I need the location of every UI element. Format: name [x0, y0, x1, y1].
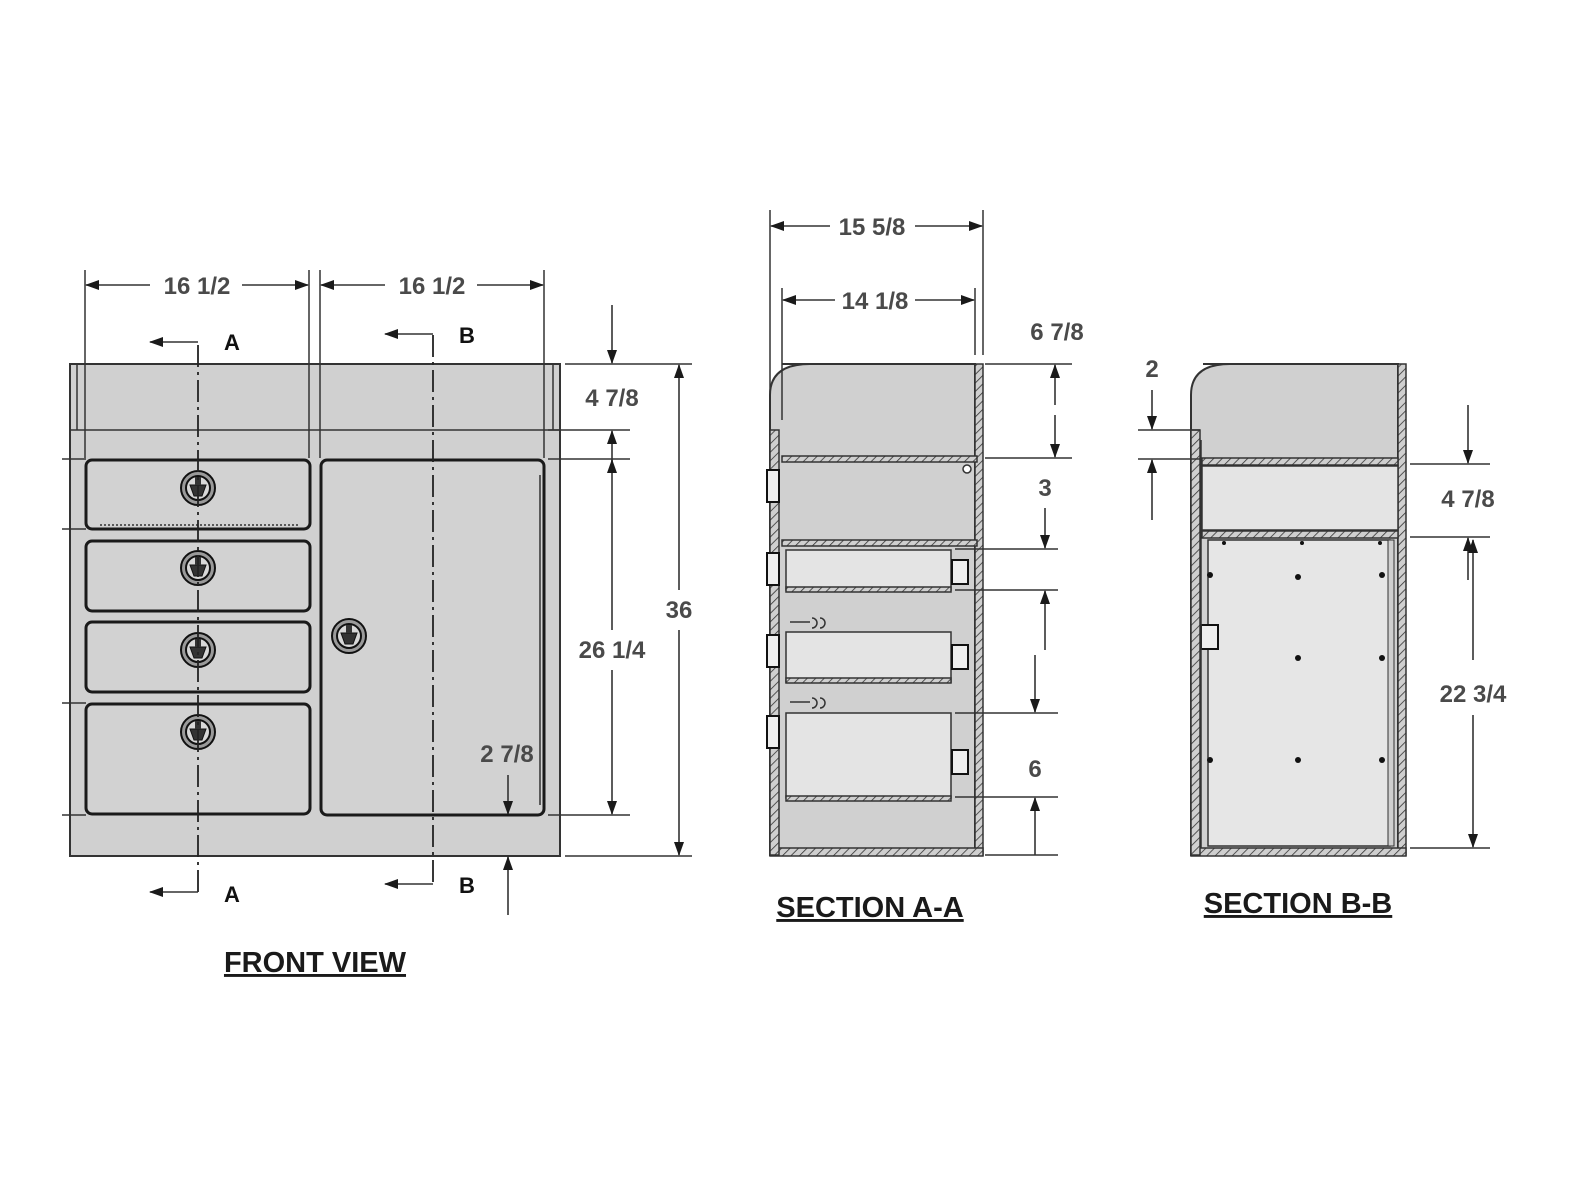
dim-bottom-band: 2 7/8 — [480, 741, 533, 768]
section-bb: 2 4 7/8 22 3/4 SECTION B-B — [1138, 356, 1507, 920]
dim-width-right: 16 1/2 — [399, 273, 466, 300]
section-aa: 15 5/8 14 1/8 6 7/8 3 6 SECTION A-A — [766, 210, 1084, 924]
door-lock-icon[interactable] — [331, 618, 367, 654]
section-aa-title: SECTION A-A — [776, 892, 963, 924]
section-mark-a-top: A — [224, 330, 240, 355]
dim-shelf-gap: 3 — [1038, 475, 1051, 502]
dim-compartment: 4 7/8 — [1441, 486, 1494, 513]
dim-drawer-height: 6 — [1028, 756, 1041, 783]
front-view: A A B B 16 1/2 16 1/2 4 7/8 26 1/4 36 — [62, 270, 692, 979]
section-mark-a-bottom: A — [224, 882, 240, 907]
dim-overall-height: 36 — [666, 597, 693, 624]
front-hardware — [766, 469, 780, 749]
front-view-title: FRONT VIEW — [224, 947, 407, 979]
dim-top-space: 6 7/8 — [1030, 319, 1083, 346]
drawer-section-2 — [785, 617, 969, 684]
section-bb-title: SECTION B-B — [1204, 888, 1393, 920]
dim-shelf-thickness: 2 — [1145, 356, 1158, 383]
dim-overall-depth: 15 5/8 — [839, 214, 906, 241]
section-mark-b-top: B — [459, 323, 475, 348]
dim-top-band: 4 7/8 — [585, 385, 638, 412]
dim-door-height: 26 1/4 — [579, 637, 646, 664]
drawer-section-1 — [785, 549, 969, 593]
rear-panel — [1207, 539, 1391, 847]
door-latch-icon — [1200, 624, 1219, 650]
drawer-section-3 — [785, 697, 969, 802]
dim-inner-depth: 14 1/8 — [842, 288, 909, 315]
dim-door-opening: 22 3/4 — [1440, 681, 1507, 708]
dim-width-left: 16 1/2 — [164, 273, 231, 300]
section-mark-b-bottom: B — [459, 873, 475, 898]
panel-holes — [1207, 541, 1385, 763]
